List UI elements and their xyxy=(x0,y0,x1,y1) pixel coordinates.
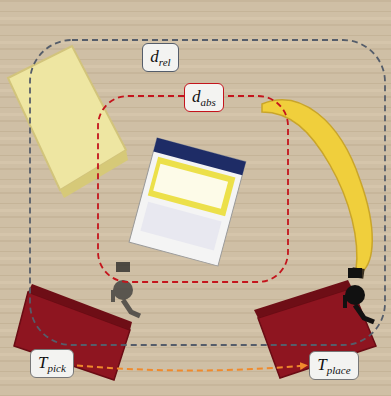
math-symbol: Tplace xyxy=(317,355,350,376)
gripper-right xyxy=(345,268,374,322)
red-box-right-top xyxy=(254,280,352,318)
pose-label: Tplace xyxy=(309,351,359,380)
math-symbol: drel xyxy=(150,47,170,68)
math-symbol: Tpick xyxy=(38,353,66,374)
banana xyxy=(262,100,372,272)
absolute-region xyxy=(98,96,288,282)
motion-arrow xyxy=(77,366,306,371)
distance-label: dabs xyxy=(184,83,224,112)
relative-region xyxy=(30,40,385,345)
math-symbol: dabs xyxy=(192,87,216,108)
distance-label: drel xyxy=(142,43,179,72)
pose-label: Tpick xyxy=(30,349,74,378)
food-box xyxy=(129,138,246,266)
gripper-left xyxy=(113,262,140,316)
sponge-side xyxy=(60,150,128,198)
